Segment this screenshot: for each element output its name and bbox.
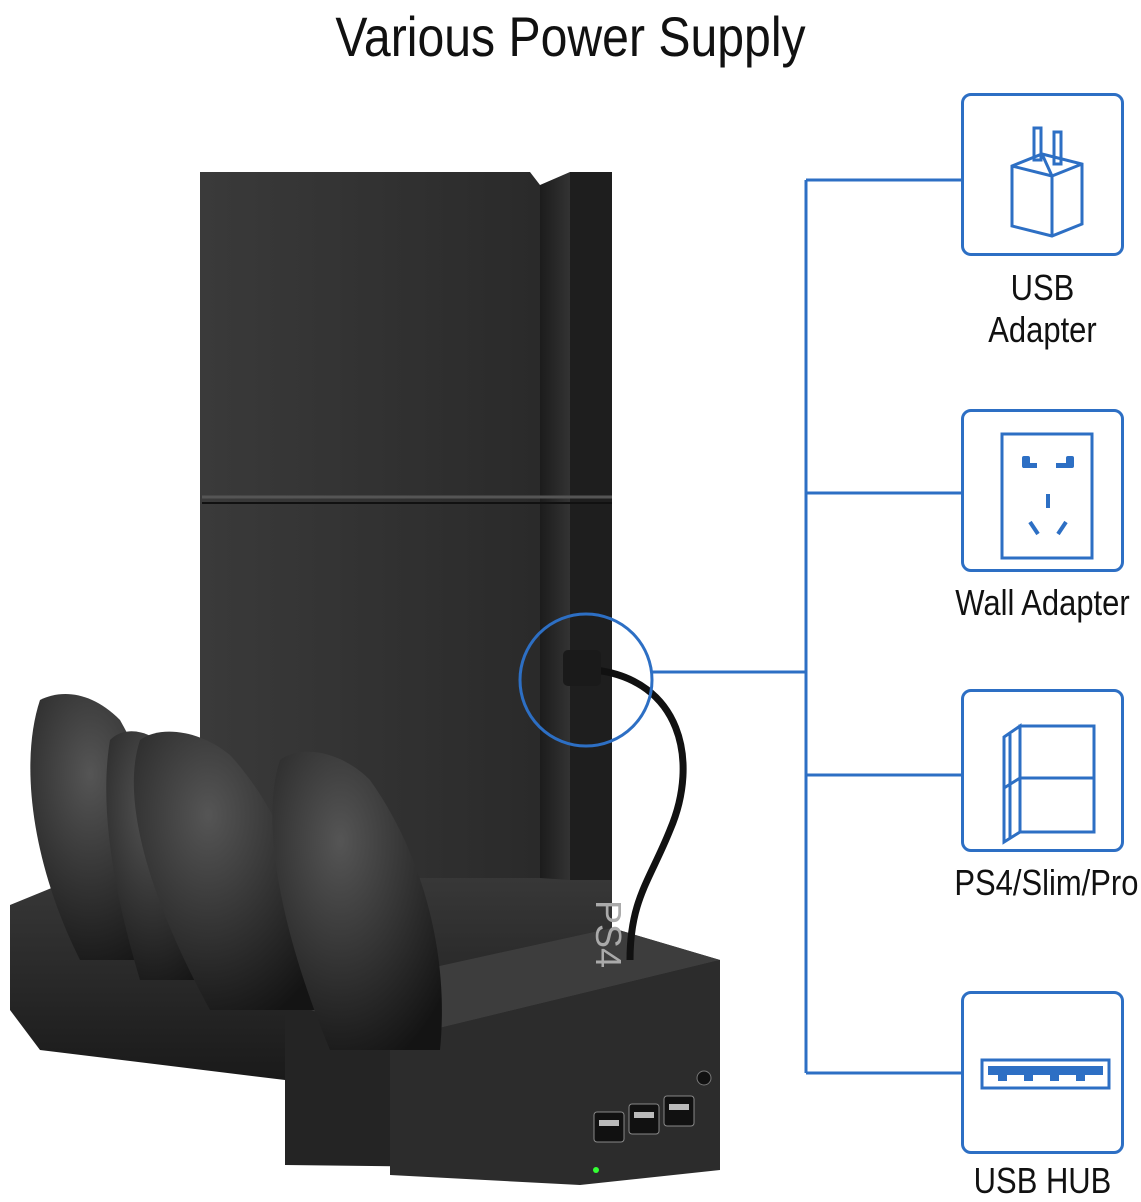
- option-usb-hub: [961, 991, 1124, 1154]
- controllers: [30, 694, 442, 1050]
- option-usb-adapter: [961, 93, 1124, 256]
- page-title: Various Power Supply: [335, 5, 806, 68]
- option-label-usb-hub: USB HUB: [973, 1160, 1112, 1201]
- power-button: [696, 1070, 712, 1086]
- usb-adapter-icon: [1010, 126, 1084, 238]
- console-logo: PS4: [588, 900, 629, 968]
- option-wall-adapter: [961, 409, 1124, 572]
- option-label-usb-adapter: USB Adapter: [988, 267, 1097, 350]
- option-console: [961, 689, 1124, 852]
- connector-lines: [652, 178, 961, 1075]
- console-icon: [1002, 723, 1096, 845]
- wall-socket-icon: [1000, 432, 1094, 560]
- option-label-console: PS4/Slim/Pro: [954, 862, 1139, 903]
- usb-port-icon: [980, 1058, 1111, 1090]
- console: PS4: [200, 172, 629, 968]
- usb-port-front: [593, 1095, 695, 1143]
- option-label-wall-adapter: Wall Adapter: [955, 582, 1130, 623]
